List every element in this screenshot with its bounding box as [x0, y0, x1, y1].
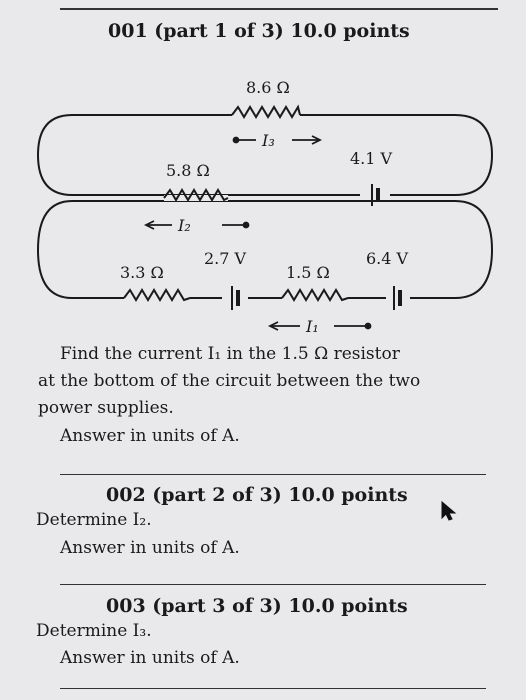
part1-question: Find the current I₁ in the 1.5 Ω resisto… [38, 341, 508, 422]
r-middle-label: 5.8 Ω [166, 161, 210, 180]
part3-title: 003 (part 3 of 3) 10.0 points [106, 595, 408, 617]
top-divider [60, 8, 498, 10]
v-top-label: 4.1 V [350, 149, 393, 168]
i1-label: I₁ [305, 317, 319, 336]
part2-question: Determine I₂. [36, 510, 152, 530]
bottom-loop-wire [36, 200, 494, 299]
divider-2 [60, 474, 486, 475]
r-top-label: 8.6 Ω [246, 78, 290, 97]
resistor-top [231, 104, 301, 119]
battery-top [360, 184, 390, 206]
v-bottom-left-label: 2.7 V [204, 249, 247, 268]
part2-title: 002 (part 2 of 3) 10.0 points [106, 484, 408, 506]
question-line-3: power supplies. [38, 398, 174, 418]
resistor-bottom-mid [281, 288, 349, 302]
i3-arrow [232, 135, 323, 145]
r-bottom-mid-label: 1.5 Ω [286, 263, 330, 282]
divider-3 [60, 584, 486, 585]
top-loop-wire [36, 114, 494, 196]
v-bottom-right-label: 6.4 V [366, 249, 409, 268]
mouse-cursor-icon [441, 500, 457, 521]
part2-answer-units: Answer in units of A. [60, 538, 240, 558]
i2-label: I₂ [177, 216, 191, 235]
part3-answer-units: Answer in units of A. [60, 648, 240, 668]
resistor-bottom-left [123, 288, 191, 302]
circuit-diagram: 8.6 Ω I₃ 4.1 V 5.8 Ω I₂ 3.3 Ω 2.7 V [36, 78, 494, 336]
question-line-2: at the bottom of the circuit between the… [38, 371, 421, 391]
battery-bottom-right [386, 286, 410, 310]
part1-title: 001 (part 1 of 3) 10.0 points [108, 20, 410, 42]
part3-question: Determine I₃. [36, 621, 152, 641]
i1-arrow [267, 321, 372, 331]
battery-bottom-left [222, 286, 248, 310]
part1-answer-units: Answer in units of A. [60, 426, 240, 446]
i3-label: I₃ [261, 131, 275, 150]
question-line-1: Find the current I₁ in the 1.5 Ω resisto… [60, 344, 400, 364]
i2-arrow [143, 220, 250, 230]
resistor-middle [163, 188, 229, 202]
r-bottom-left-label: 3.3 Ω [120, 263, 164, 282]
bottom-divider [60, 688, 486, 689]
